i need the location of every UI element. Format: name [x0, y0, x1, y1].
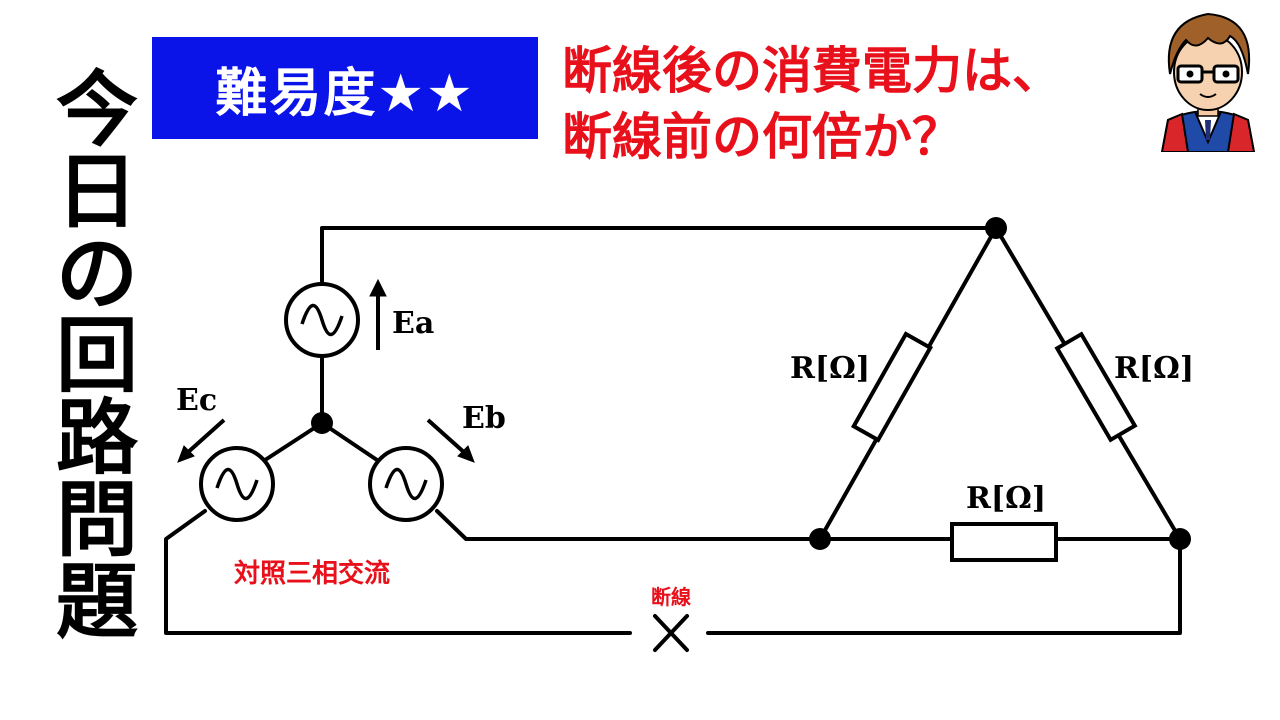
label-ec: Ec: [176, 383, 217, 418]
wire-bottom-right: [706, 537, 1182, 635]
title-char: 題: [55, 555, 138, 650]
resistor-bottom: [950, 522, 1058, 562]
title-char: 回: [55, 309, 138, 404]
resistor-left: [850, 331, 934, 443]
wire-neutral-to-eb: [320, 421, 382, 464]
title-char: の: [55, 227, 138, 322]
node-top: [985, 217, 1007, 239]
presenter-avatar: [1160, 12, 1256, 152]
vertical-title: 今 日 の 回 路 問 題: [42, 70, 152, 644]
label-resistor-left: R[Ω]: [790, 351, 870, 386]
question-line-1: 断線後の消費電力は、: [562, 42, 1062, 100]
ac-source-icon-a: [284, 282, 360, 358]
resistor-right: [1054, 331, 1138, 443]
question-line-2: 断線前の何倍か？: [562, 108, 962, 166]
neutral-node: [311, 412, 333, 434]
title-char: 日: [55, 145, 138, 240]
wire-top: [320, 226, 998, 287]
label-break: 断線: [651, 585, 691, 609]
label-ea: Ea: [392, 306, 434, 341]
wire-neutral-to-ec: [260, 421, 324, 464]
node-right: [1169, 528, 1191, 550]
node-left: [809, 528, 831, 550]
direction-arrow-icon-ea: [369, 278, 387, 350]
break-x-icon: [653, 614, 689, 652]
ac-source-icon-c: [199, 446, 275, 522]
label-resistor-bottom: R[Ω]: [966, 481, 1046, 516]
wire-bottom-left: [164, 509, 632, 635]
label-resistor-right: R[Ω]: [1114, 351, 1194, 386]
title-char: 今: [55, 63, 138, 158]
question-text: 断線後の消費電力は、 断線前の何倍か？: [562, 38, 1142, 170]
title-char: 問: [55, 473, 138, 568]
wire-middle: [435, 509, 1182, 541]
label-eb: Eb: [462, 401, 506, 436]
ac-source-icon-b: [368, 446, 444, 522]
direction-arrow-icon-ec: [177, 418, 226, 463]
direction-arrow-icon-eb: [426, 418, 475, 463]
title-char: 路: [55, 391, 138, 486]
difficulty-badge: 難易度★★: [152, 37, 538, 139]
label-source-caption: 対照三相交流: [234, 558, 390, 589]
